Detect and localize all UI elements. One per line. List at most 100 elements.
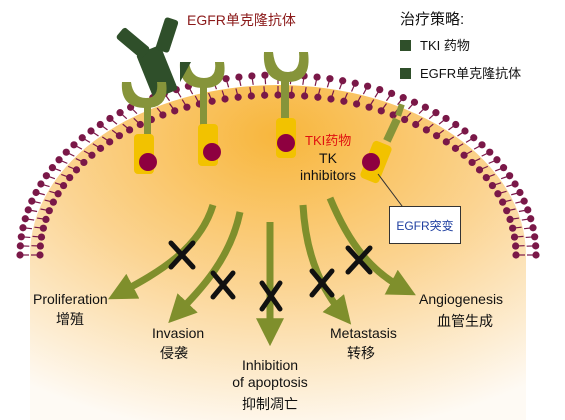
lipid-head-outer <box>532 242 540 250</box>
lipid-head-inner <box>432 132 441 140</box>
lipid-head-outer <box>478 141 486 149</box>
lipid-head-inner <box>36 251 44 259</box>
lipid-head-inner <box>80 158 88 167</box>
legend-item-tki: TKI 药物 <box>400 38 470 54</box>
lipid-head-outer <box>222 75 230 83</box>
lipid-head-inner <box>468 158 476 167</box>
lipid-head-outer <box>21 215 29 223</box>
lipid-head-outer <box>48 164 57 172</box>
lipid-head-inner <box>482 174 490 182</box>
lipid-head-inner <box>510 233 519 241</box>
lipid-head-inner <box>221 95 229 103</box>
lipid-head-outer <box>24 206 32 214</box>
lipid-head-inner <box>42 215 50 223</box>
lipid-head-outer <box>106 114 114 123</box>
lipid-head-outer <box>19 224 27 232</box>
lipid-head-outer <box>313 73 321 81</box>
egfr-mutation-label: EGFR突变 <box>389 206 461 244</box>
lipid-head-outer <box>78 134 86 142</box>
lipid-head-inner <box>66 174 74 182</box>
lipid-head-inner <box>49 198 57 206</box>
antibody-label: EGFR单克隆抗体 <box>187 12 296 28</box>
block-x-apoptosis <box>259 280 283 312</box>
lipid-head-inner <box>327 95 335 103</box>
lipid-head-outer <box>527 215 535 223</box>
lipid-head-outer <box>452 120 460 129</box>
tki-drug-label: TKI药物 <box>305 133 352 148</box>
egfr-receptor-2 <box>179 62 225 166</box>
lipid-head-outer <box>326 75 334 83</box>
lipid-head-inner <box>488 181 497 190</box>
lipid-head-inner <box>503 207 511 215</box>
lipid-head-inner <box>442 138 450 146</box>
lipid-head-outer <box>42 172 50 180</box>
lipid-head-inner <box>115 132 124 140</box>
lipid-head-outer <box>32 188 40 197</box>
block-x-invasion <box>210 270 236 300</box>
lipid-head-inner <box>274 91 282 99</box>
lipid-head-inner <box>247 92 255 100</box>
lipid-head-inner <box>287 91 295 99</box>
legend-item-tki-label: TKI 药物 <box>420 38 470 53</box>
lipid-head-outer <box>248 72 256 80</box>
lipid-head-outer <box>16 242 24 250</box>
outcome-angiogenesis-en: Angiogenesis <box>419 291 504 307</box>
legend-title: 治疗策略: <box>400 11 465 28</box>
lipid-head-inner <box>261 91 269 99</box>
outcome-metastasis-en: Metastasis <box>330 325 397 341</box>
lipid-head-inner <box>171 107 179 115</box>
lipid-head-inner <box>314 93 322 101</box>
lipid-head-inner <box>494 190 502 198</box>
block-x-metastasis <box>309 268 335 298</box>
lipid-head-outer <box>486 148 494 156</box>
lipid-head-outer <box>470 134 478 142</box>
outcome-proliferation-en: Proliferation <box>33 291 108 307</box>
lipid-head-inner <box>451 144 460 152</box>
lipid-head-outer <box>28 197 36 205</box>
lipid-head-outer <box>116 109 124 117</box>
egfr-receptor-3 <box>263 52 309 158</box>
lipid-head-inner <box>72 166 81 174</box>
lipid-head-outer <box>432 109 440 117</box>
lipid-head-inner <box>136 120 144 129</box>
lipid-head-outer <box>70 141 78 149</box>
lipid-head-inner <box>234 93 242 101</box>
lipid-head-inner <box>208 97 216 105</box>
outcome-apoptosis-en: Inhibition of apoptosis <box>232 357 308 390</box>
lipid-head-inner <box>159 111 167 119</box>
lipid-head-outer <box>261 71 269 79</box>
lipid-head-outer <box>511 180 519 188</box>
lipid-head-inner <box>54 190 62 198</box>
tk-inhibitors-label: TK inhibitors <box>299 150 357 183</box>
lipid-head-outer <box>399 94 407 102</box>
outcome-angiogenesis-zh: 血管生成 <box>437 313 493 329</box>
lipid-head-inner <box>377 107 385 115</box>
block-x-proliferation <box>168 240 196 270</box>
lipid-head-inner <box>365 103 373 111</box>
outcome-apoptosis-zh: 抑制凋亡 <box>242 396 298 412</box>
lipid-head-outer <box>127 103 135 111</box>
lipid-head-outer <box>376 85 384 94</box>
lipid-head-outer <box>421 103 429 111</box>
lipid-head-outer <box>529 224 537 232</box>
lipid-head-inner <box>389 111 397 119</box>
legend-item-antibody-label: EGFR单克隆抗体 <box>420 66 522 81</box>
lipid-head-inner <box>512 242 520 250</box>
lipid-head-inner <box>183 103 191 111</box>
lipid-head-outer <box>520 197 528 205</box>
egfr-antibody-left <box>116 17 179 99</box>
lipid-head-inner <box>509 224 517 232</box>
lipid-head-outer <box>493 156 501 164</box>
lipid-head-outer <box>339 77 347 85</box>
lipid-head-inner <box>460 151 468 159</box>
legend-swatch-tki <box>400 40 411 52</box>
lipid-head-outer <box>87 127 95 135</box>
lipid-head-outer <box>17 233 25 241</box>
lipid-head-outer <box>499 164 508 172</box>
lipid-head-inner <box>37 233 46 241</box>
lipid-head-outer <box>96 120 104 129</box>
legend-swatch-antibody <box>400 68 411 80</box>
lipid-head-inner <box>301 92 309 100</box>
